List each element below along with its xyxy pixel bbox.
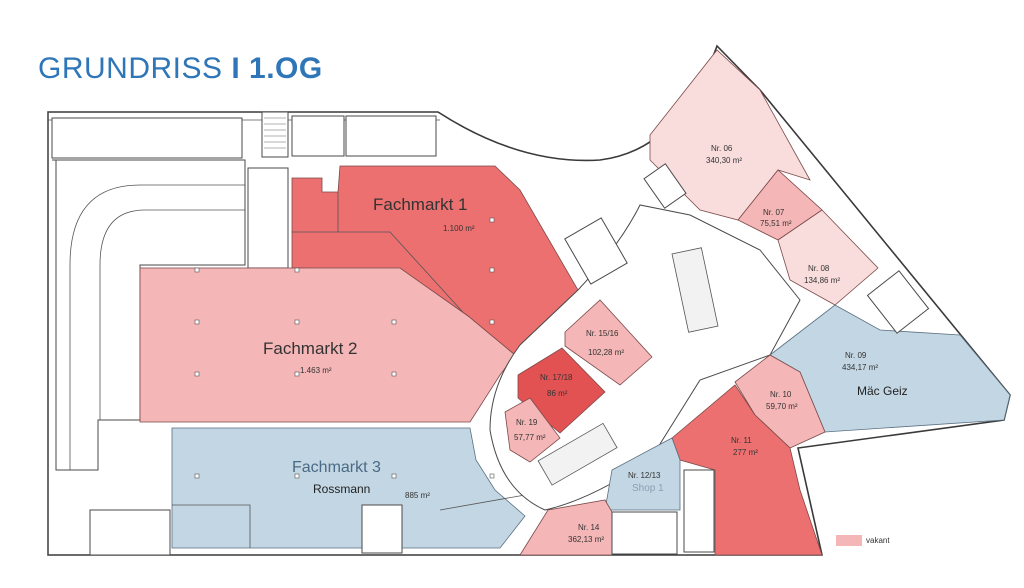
stair-core-bottom-right <box>611 511 678 555</box>
nr1213-tenant: Shop 1 <box>632 483 664 494</box>
left-service-col <box>247 167 289 269</box>
fm3-name: Fachmarkt 3 <box>292 459 381 476</box>
nr08-label: Nr. 08 <box>808 264 830 273</box>
nr14-label: Nr. 14 <box>578 523 600 532</box>
nr06-area: 340,30 m² <box>706 156 742 165</box>
title-suffix: I 1.OG <box>231 52 323 85</box>
nr1718-label: Nr. 17/18 <box>540 373 573 382</box>
stair-core-far-east <box>866 270 930 334</box>
nr08-area: 134,86 m² <box>804 276 840 285</box>
stair-lines-top <box>264 117 286 149</box>
escalator-north <box>671 247 719 333</box>
nr1516-area: 102,28 m² <box>588 348 624 357</box>
service-room-top <box>51 117 243 159</box>
nr09-label: Nr. 09 <box>845 351 867 360</box>
stair-core-bottom-mid <box>361 504 403 554</box>
nr1718-area: 86 m² <box>547 389 568 398</box>
fm1-area: 1.100 m² <box>443 224 475 233</box>
legend-label: vakant <box>866 536 890 545</box>
stair-core-top <box>261 111 289 158</box>
stair-core-north-east <box>643 163 687 209</box>
stair-core-bottom-left <box>89 509 171 556</box>
nr06-label: Nr. 06 <box>711 144 733 153</box>
unit-nr-11[interactable] <box>671 384 823 556</box>
nr07-area: 75,51 m² <box>760 219 792 228</box>
page-title: GRUNDRISS I 1.OG <box>38 52 323 86</box>
fm1-inner-walls <box>292 192 471 321</box>
service-room-2 <box>291 115 345 157</box>
fm3-tenant: Rossmann <box>313 482 370 496</box>
legend-swatch <box>836 535 862 546</box>
nr11-label: Nr. 11 <box>731 436 752 445</box>
column-grid <box>194 217 495 479</box>
nr14-area: 362,13 m² <box>568 535 604 544</box>
title-prefix: GRUNDRISS <box>38 52 232 85</box>
fm3-area: 885 m² <box>405 491 430 500</box>
nr09-area: 434,17 m² <box>842 363 878 372</box>
service-room-right <box>683 469 715 553</box>
nr1516-label: Nr. 15/16 <box>586 329 619 338</box>
nr1213-label: Nr. 12/13 <box>628 471 661 480</box>
building-outline <box>47 44 1011 556</box>
nr07-label: Nr. 07 <box>763 208 785 217</box>
service-room-3 <box>345 115 437 157</box>
fm2-name: Fachmarkt 2 <box>263 339 357 358</box>
ramp-curve <box>69 184 245 470</box>
legend: vakant <box>836 535 890 546</box>
nr10-label: Nr. 10 <box>770 390 792 399</box>
nr11-area: 277 m² <box>733 448 758 457</box>
stair-core-east <box>564 217 628 285</box>
fm3-inner-walls <box>172 494 526 548</box>
nr19-label: Nr. 19 <box>516 418 538 427</box>
unit-fachmarkt-3[interactable] <box>171 427 526 549</box>
fm2-area: 1.463 m² <box>300 366 332 375</box>
escalator-south <box>537 422 618 486</box>
unit-nr-08[interactable] <box>777 209 879 306</box>
unit-nr-19[interactable] <box>504 397 561 463</box>
nr09-tenant: Mäc Geiz <box>857 384 908 398</box>
nr10-area: 59,70 m² <box>766 402 798 411</box>
nr19-area: 57,77 m² <box>514 433 546 442</box>
unit-nr-15-16[interactable] <box>564 299 653 386</box>
fm1-name: Fachmarkt 1 <box>373 195 467 214</box>
